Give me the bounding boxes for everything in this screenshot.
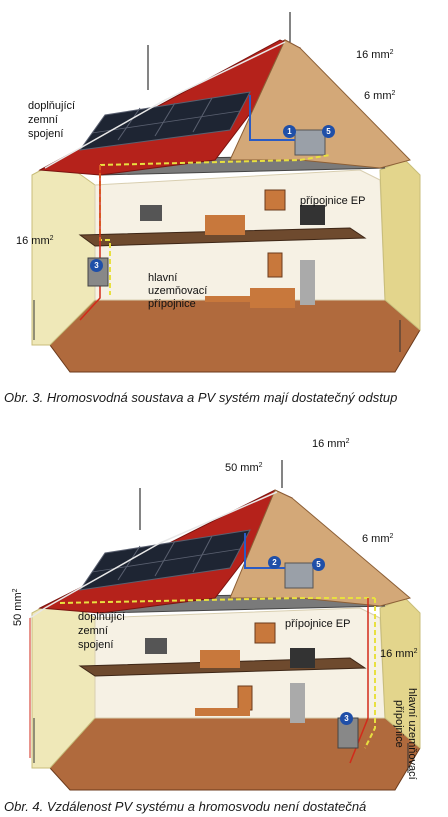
ground-floor [49,299,421,373]
label-dopl-line2: zemní [78,625,108,637]
badge-3: 3 [90,259,103,272]
label-pripojnice-ep: přípojnice EP [300,195,366,207]
ground-floor [49,717,421,791]
label-50mm-left: 50 mm2 [12,588,24,626]
label-hlavni-line1: hlavní [148,272,178,284]
inverter [294,129,326,156]
dining-table [195,708,250,716]
window-2 [267,252,283,278]
label-dopl-line3: spojení [28,128,64,140]
badge-1: 1 [283,125,296,138]
ground-wire-vertical [99,165,111,295]
label-16mm-right: 16 mm2 [380,648,418,660]
label-dopl-line3: spojení [78,639,114,651]
sofa [205,215,245,235]
inverter [284,562,314,589]
computer [140,205,162,221]
lightning-conductor [79,165,101,321]
caption-figure-1: Obr. 3. Hromosvodná soustava a PV systém… [4,390,398,405]
house-illustration-2 [29,460,421,791]
pv-cable [249,95,295,141]
badge-5: 5 [322,125,335,138]
fridge [290,683,305,723]
window-1 [264,189,286,211]
label-50mm-top: 50 mm2 [225,462,263,474]
kitchen-counter [250,288,295,308]
middle-floor [78,227,367,247]
figure-2: 50 mm2 16 mm2 6 mm2 50 mm2 doplňující ze… [0,418,448,798]
ground-wire-attic [59,597,375,604]
ground-wire-attic [99,154,331,166]
label-hlavni-line3: přípojnice [148,298,196,310]
label-hlavni-line2: uzemňovací [148,285,208,297]
label-16mm-top: 16 mm2 [356,49,394,61]
sofa [200,650,240,668]
badge-5: 5 [312,558,325,571]
badge-3: 3 [340,712,353,725]
roof-gable [229,489,412,607]
tv [290,648,315,668]
tv [300,205,325,225]
label-6mm: 6 mm2 [362,533,394,545]
house-illustration-1 [31,12,421,373]
ground-wire-vertical [364,598,376,749]
badge-2: 2 [268,556,281,569]
figure-1: doplňující zemní spojení 16 mm2 6 mm2 př… [0,0,448,390]
window-1 [254,622,276,644]
label-hlavni-vert2: přípojnice [393,700,405,748]
label-hlavni-vert1: hlavní uzemňovací [406,688,418,780]
caption-figure-2: Obr. 4. Vzdálenost PV systému a hromosvo… [4,799,367,814]
dining-table [205,296,250,302]
label-6mm: 6 mm2 [364,90,396,102]
roof-gable [229,39,411,169]
label-16mm-left: 16 mm2 [16,235,54,247]
label-dopl-line1: doplňující [28,100,76,112]
label-dopl-line1: doplňující [78,611,126,623]
computer [145,638,167,654]
label-16mm-top: 16 mm2 [312,438,350,450]
label-pripojnice-ep: přípojnice EP [285,618,351,630]
window-2 [237,685,253,711]
label-dopl-line2: zemní [28,114,58,126]
fridge [300,260,315,305]
